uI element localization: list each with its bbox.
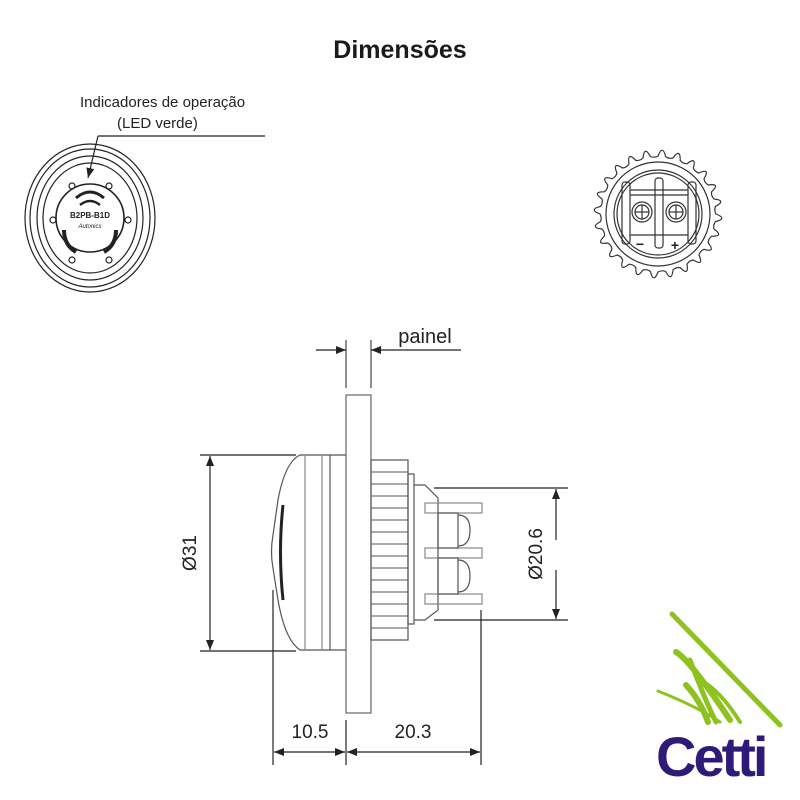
- terminal-minus-label: −: [636, 236, 644, 252]
- rear-view: [593, 149, 723, 279]
- brand-label: Autonics: [77, 224, 101, 230]
- rear-diameter-label: Ø20.6: [526, 528, 547, 580]
- model-label: B2PB-B1D: [70, 211, 110, 220]
- led-callout-sublabel: (LED verde): [117, 115, 198, 132]
- knurl-lines: [371, 471, 408, 629]
- rear-connector: [407, 473, 483, 625]
- logo-mark-icon: [656, 611, 783, 728]
- front-depth-label: 10.5: [292, 722, 329, 743]
- body-diameter-label: Ø31: [180, 535, 201, 571]
- side-view: [270, 340, 461, 714]
- logo-text: Cetti: [656, 725, 768, 788]
- dimension-lines: [200, 454, 568, 765]
- terminal-plus-label: +: [671, 237, 679, 253]
- page-title: Dimensões: [333, 36, 467, 64]
- panel-label: painel: [398, 326, 451, 348]
- led-callout-label: Indicadores de operação: [80, 94, 246, 111]
- rear-depth-label: 20.3: [395, 722, 432, 743]
- front-view: [24, 135, 265, 293]
